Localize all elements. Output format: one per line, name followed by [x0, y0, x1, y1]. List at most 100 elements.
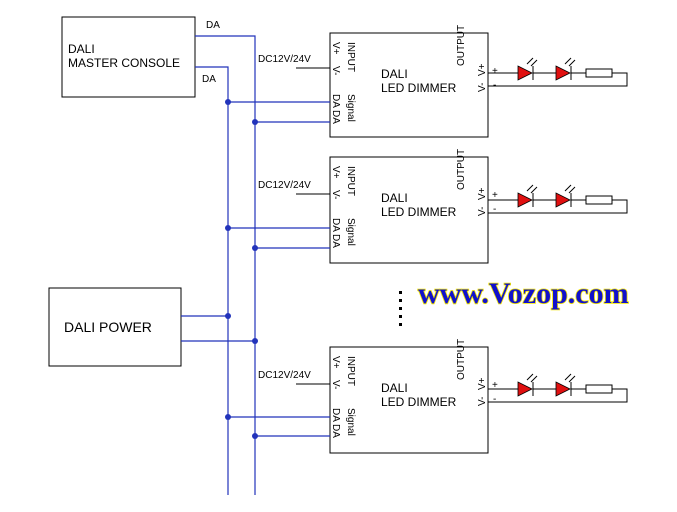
input-vplus-label: V+	[330, 42, 341, 55]
return-wire	[488, 199, 628, 214]
junction-dot	[225, 225, 231, 231]
ellipsis-dot	[399, 315, 402, 318]
junction-dot	[225, 99, 231, 105]
return-wire	[488, 388, 628, 403]
signal-da1-label: DA	[330, 94, 341, 108]
resistor-icon	[585, 195, 613, 205]
more-dimmers-ellipsis	[399, 291, 402, 326]
dimmer-box	[329, 156, 489, 264]
plus-label: +	[492, 66, 498, 77]
dimmer-label-1: DALI	[381, 67, 408, 81]
led-icon	[517, 381, 533, 397]
light-ray-icon	[530, 186, 538, 194]
dimmer-label-2: LED DIMMER	[381, 395, 457, 409]
led-icon	[517, 192, 533, 208]
plus-label: +	[492, 190, 498, 201]
output-vminus-label: V-	[477, 207, 488, 216]
signal-label: Signal	[345, 408, 356, 436]
led-icon	[555, 381, 571, 397]
signal-da2-label: DA	[330, 110, 341, 124]
output-label: OUTPUT	[456, 25, 467, 66]
led-dimmer-1: DALI LED DIMMER INPUT V+ V- Signal DA DA…	[225, 25, 628, 138]
master-console: DALI MASTER CONSOLE	[61, 16, 196, 98]
led-dimmer-2: DALI LED DIMMER INPUT V+ V- Signal DA DA…	[225, 149, 628, 264]
dimmer-label-2: LED DIMMER	[381, 205, 457, 219]
bus-line-da-1	[195, 35, 256, 495]
junction-dot	[252, 245, 258, 251]
minus-label: -	[493, 394, 496, 405]
dimmer-label-1: DALI	[381, 191, 408, 205]
output-label: OUTPUT	[456, 339, 467, 380]
bus-label-da-2: DA	[202, 74, 216, 85]
output-vminus-label: V-	[477, 397, 488, 406]
signal-label: Signal	[345, 94, 356, 122]
master-console-label-1: DALI	[68, 42, 95, 56]
supply-label: DC12V/24V	[258, 370, 311, 381]
dali-power: DALI POWER	[48, 287, 182, 367]
junction-dot	[252, 119, 258, 125]
junction-dot	[225, 313, 231, 319]
bus-label-da-1: DA	[206, 20, 220, 31]
supply-label: DC12V/24V	[258, 180, 311, 191]
junction-dot	[225, 414, 231, 420]
light-ray-icon	[568, 59, 576, 67]
bus-line-da-2	[195, 66, 229, 495]
dimmer-label-2: LED DIMMER	[381, 81, 457, 95]
light-ray-icon	[526, 373, 534, 381]
signal-label: Signal	[345, 218, 356, 246]
input-vminus-label: V-	[330, 190, 341, 199]
input-vplus-label: V+	[330, 356, 341, 369]
light-ray-icon	[564, 57, 572, 65]
light-ray-icon	[564, 373, 572, 381]
led-icon	[555, 192, 571, 208]
dimmer-box	[329, 32, 489, 138]
ellipsis-dot	[399, 323, 402, 326]
output-vplus-label: V+	[477, 187, 488, 200]
da-bus: DA DA	[181, 20, 258, 495]
dali-power-box	[48, 287, 182, 367]
light-ray-icon	[568, 375, 576, 383]
junction-dot	[252, 338, 258, 344]
light-ray-icon	[568, 186, 576, 194]
watermark-text: www.Vozop.com	[418, 277, 629, 310]
signal-da1-label: DA	[330, 218, 341, 232]
input-vminus-label: V-	[330, 66, 341, 75]
led-icon	[517, 65, 533, 81]
master-console-box	[61, 16, 196, 98]
input-vminus-label: V-	[330, 380, 341, 389]
led-icon	[555, 65, 571, 81]
led-dimmer-3: DALI LED DIMMER INPUT V+ V- Signal DA DA…	[225, 339, 628, 454]
plus-label: +	[492, 380, 498, 391]
light-ray-icon	[530, 375, 538, 383]
dimmer-box	[329, 346, 489, 454]
input-label: INPUT	[345, 42, 356, 72]
ellipsis-dot	[399, 307, 402, 310]
signal-da2-label: DA	[330, 424, 341, 438]
junction-dot	[252, 433, 258, 439]
input-vplus-label: V+	[330, 166, 341, 179]
input-label: INPUT	[345, 356, 356, 386]
ellipsis-dot	[399, 291, 402, 294]
master-console-label-2: MASTER CONSOLE	[68, 56, 180, 70]
output-vminus-label: V-	[477, 83, 488, 92]
resistor-icon	[585, 384, 613, 394]
minus-label: -	[493, 204, 496, 215]
return-wire	[488, 72, 628, 87]
dimmer-label-1: DALI	[381, 381, 408, 395]
light-ray-icon	[564, 184, 572, 192]
input-label: INPUT	[345, 166, 356, 196]
output-label: OUTPUT	[456, 149, 467, 190]
light-ray-icon	[526, 57, 534, 65]
dali-power-label: DALI POWER	[64, 319, 152, 335]
ellipsis-dot	[399, 299, 402, 302]
signal-da2-label: DA	[330, 234, 341, 248]
output-vplus-label: V+	[477, 377, 488, 390]
light-ray-icon	[526, 184, 534, 192]
signal-da1-label: DA	[330, 408, 341, 422]
supply-label: DC12V/24V	[258, 54, 311, 65]
output-vplus-label: V+	[477, 63, 488, 76]
light-ray-icon	[530, 59, 538, 67]
resistor-icon	[585, 68, 613, 78]
